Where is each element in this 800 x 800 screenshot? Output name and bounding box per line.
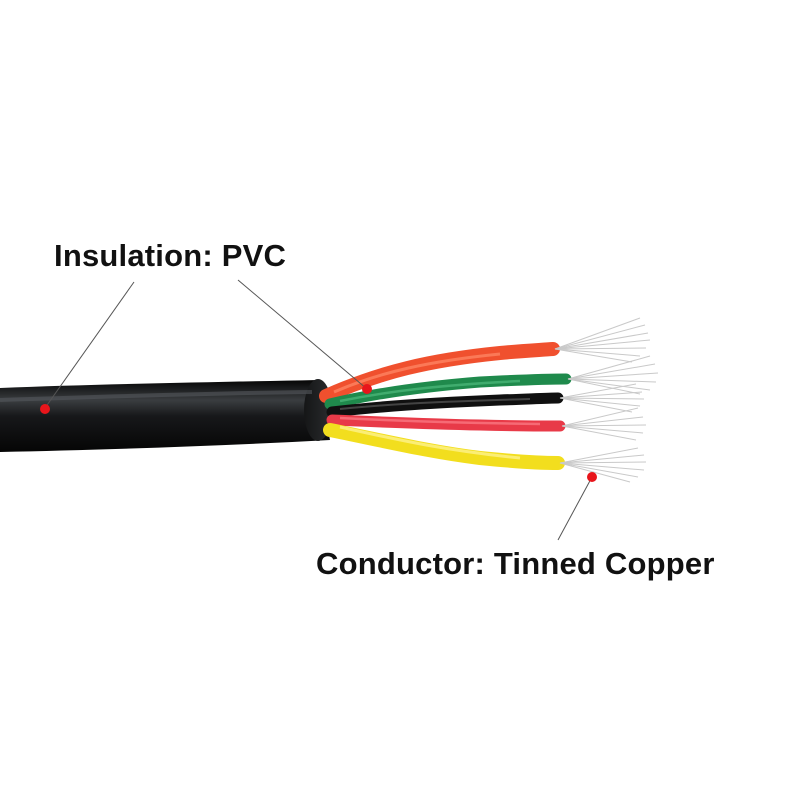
leader-line-insulation-left: [44, 281, 135, 409]
leader-lines: [44, 279, 593, 541]
marker-dot-wire-insulation: [362, 384, 372, 394]
leader-line-conductor: [557, 476, 593, 541]
copper-strands: [554, 317, 659, 483]
marker-dot-conductor: [587, 472, 597, 482]
wire-red: [326, 414, 566, 432]
leader-line-insulation-right: [237, 279, 368, 390]
marker-dot-jacket: [40, 404, 50, 414]
wire-yellow: [323, 423, 565, 470]
inner-wires: [319, 342, 572, 470]
marker-dots: [40, 384, 597, 482]
insulation-label: Insulation: PVC: [54, 238, 287, 273]
conductor-label: Conductor: Tinned Copper: [316, 546, 715, 581]
cable-jacket: [0, 379, 332, 452]
